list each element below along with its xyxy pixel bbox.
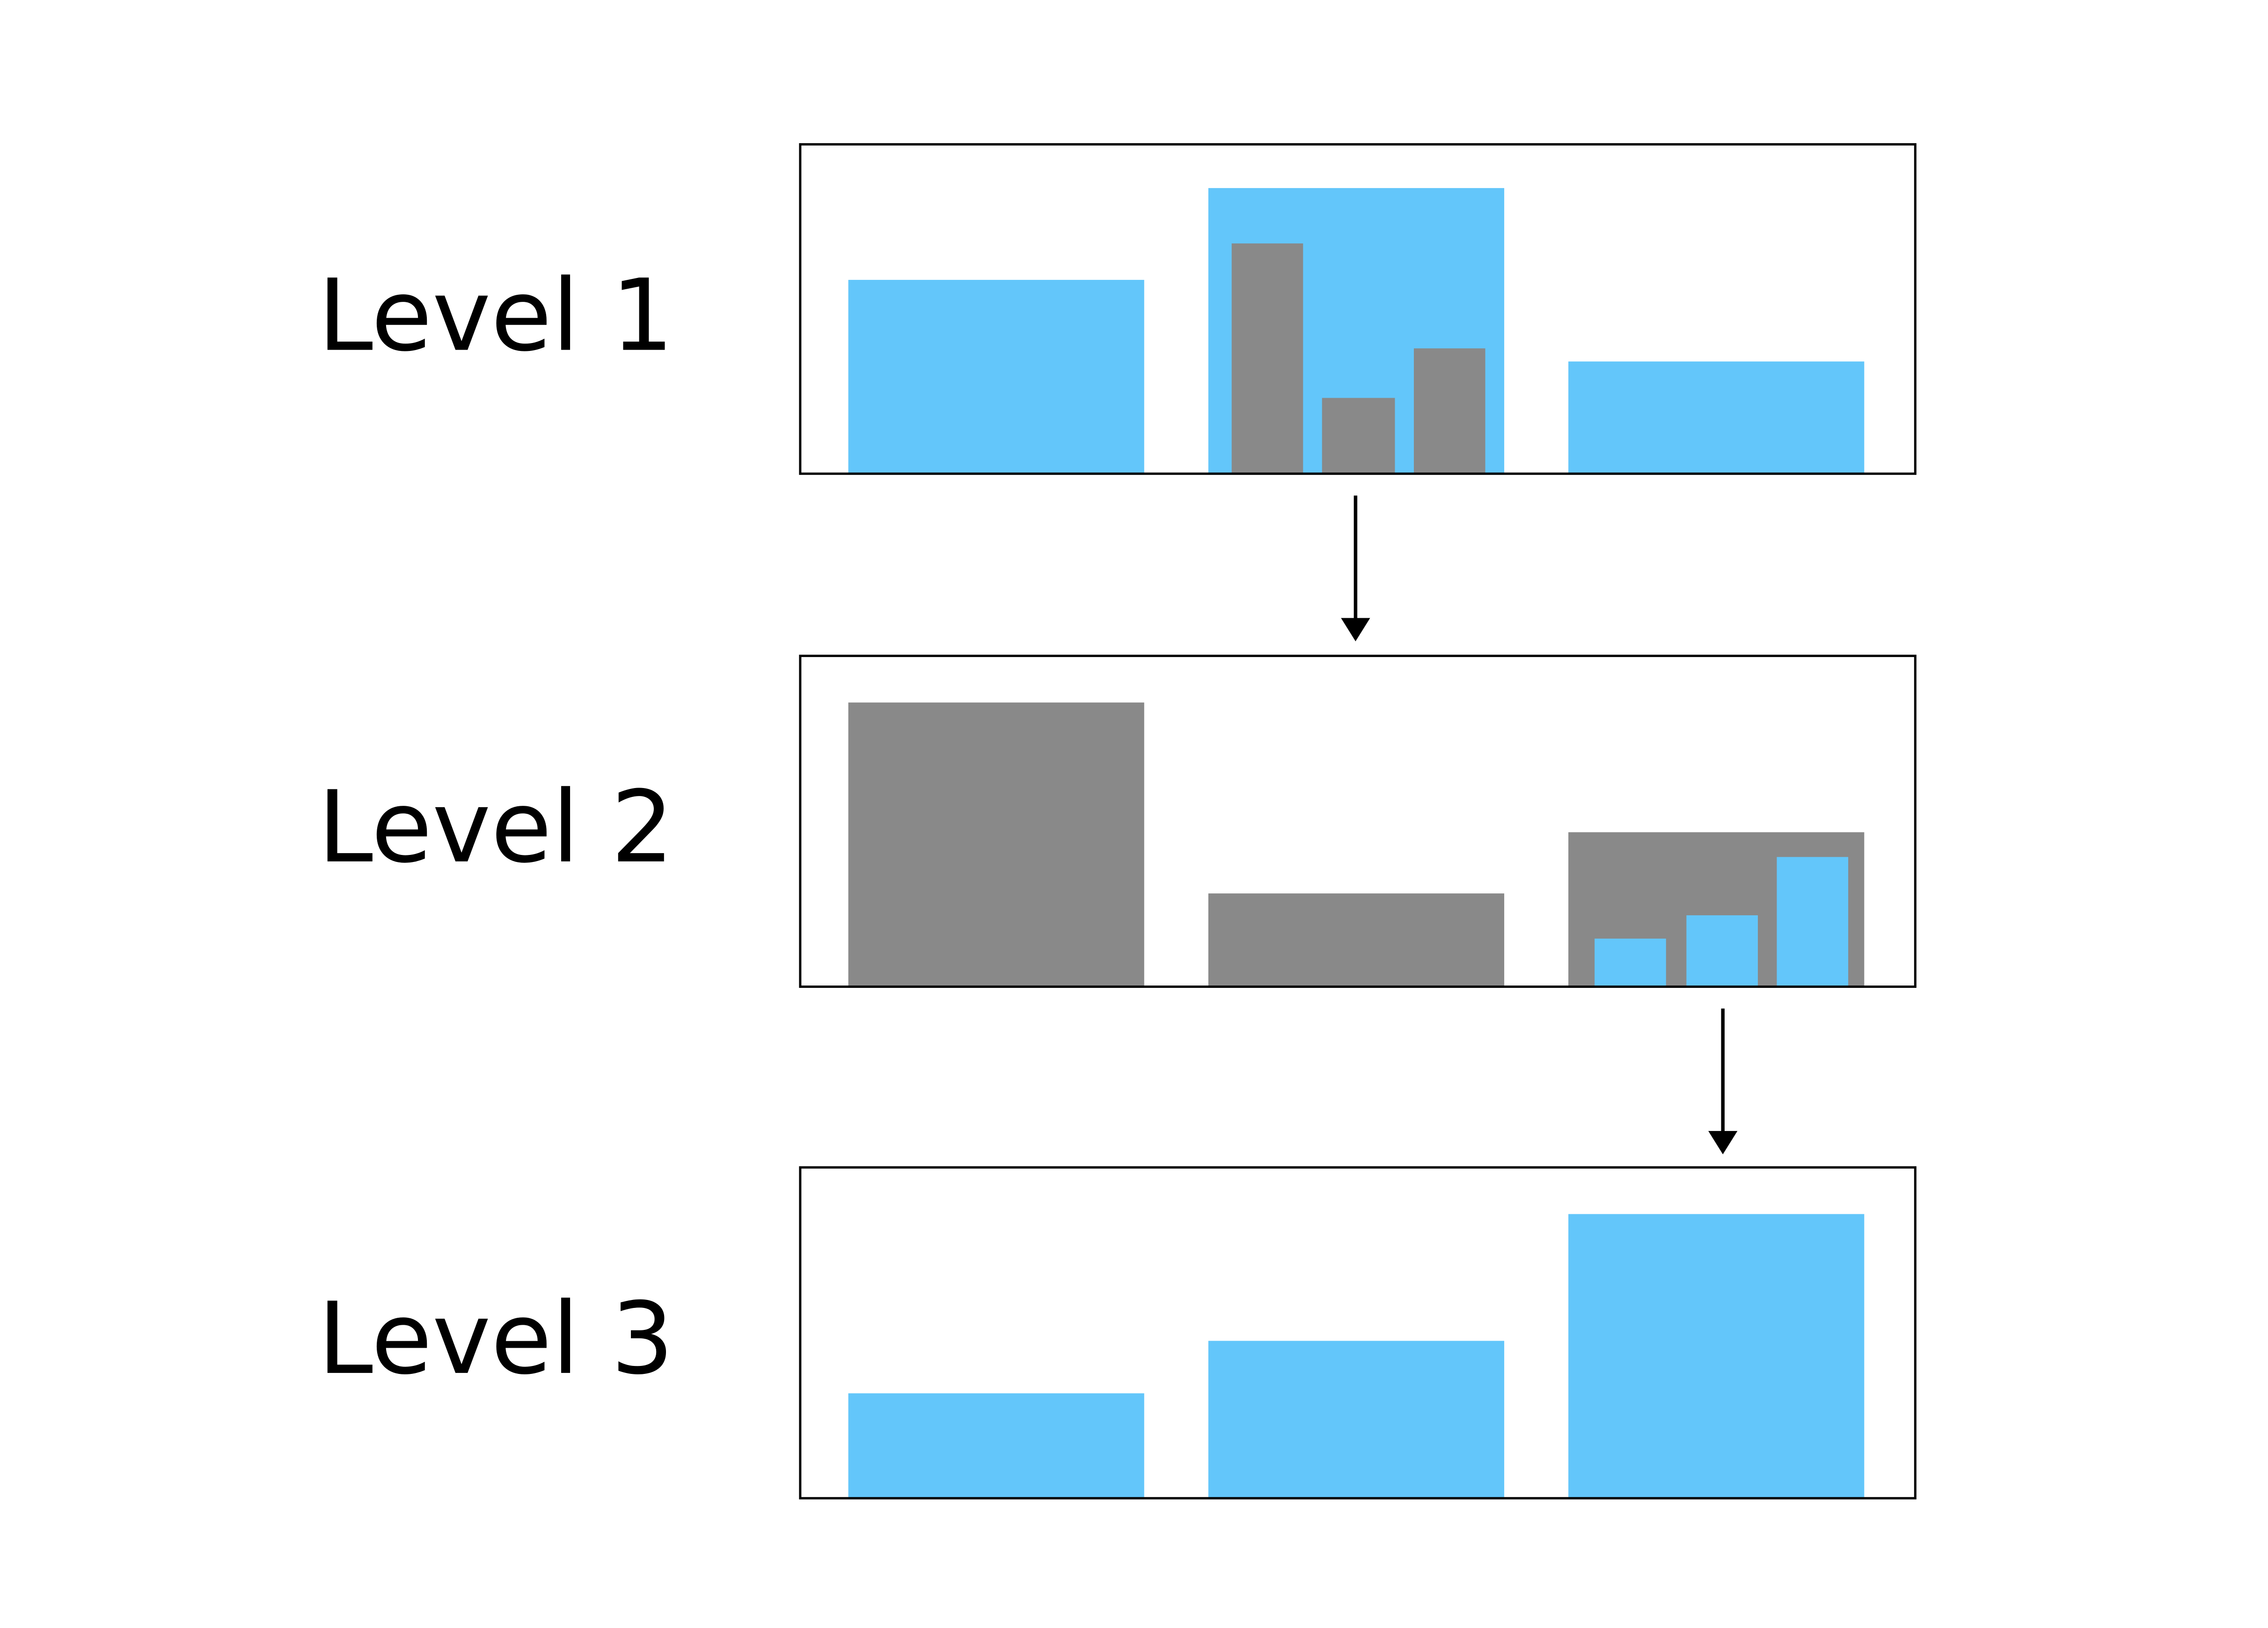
- level-3-bar-2: [1208, 1341, 1505, 1498]
- level-2-subbar-2: [1686, 915, 1758, 987]
- level-1-bar-3: [1568, 361, 1865, 474]
- level-1-bar-1: [848, 280, 1144, 474]
- level-2-label: Level 2: [318, 769, 674, 885]
- arrow-level-2-to-3-head-icon: [1708, 1131, 1738, 1154]
- level-2-subbar-1: [1595, 938, 1666, 987]
- level-3-bar-3: [1568, 1214, 1865, 1498]
- level-2-frame: [799, 655, 1917, 988]
- level-3-frame: [799, 1166, 1917, 1500]
- level-1-subbar-3: [1413, 348, 1485, 474]
- level-2-bar-1: [848, 702, 1144, 987]
- level-1-subbar-2: [1322, 398, 1395, 474]
- arrow-level-1-to-2-head-icon: [1341, 618, 1370, 642]
- level-1-frame: [799, 143, 1917, 475]
- level-2-bar-2: [1208, 893, 1505, 987]
- level-1-label: Level 1: [318, 258, 674, 373]
- level-3-bar-1: [848, 1393, 1144, 1498]
- level-1-subbar-1: [1231, 243, 1303, 474]
- level-3-label: Level 3: [318, 1281, 674, 1396]
- level-2-subbar-3: [1777, 857, 1849, 987]
